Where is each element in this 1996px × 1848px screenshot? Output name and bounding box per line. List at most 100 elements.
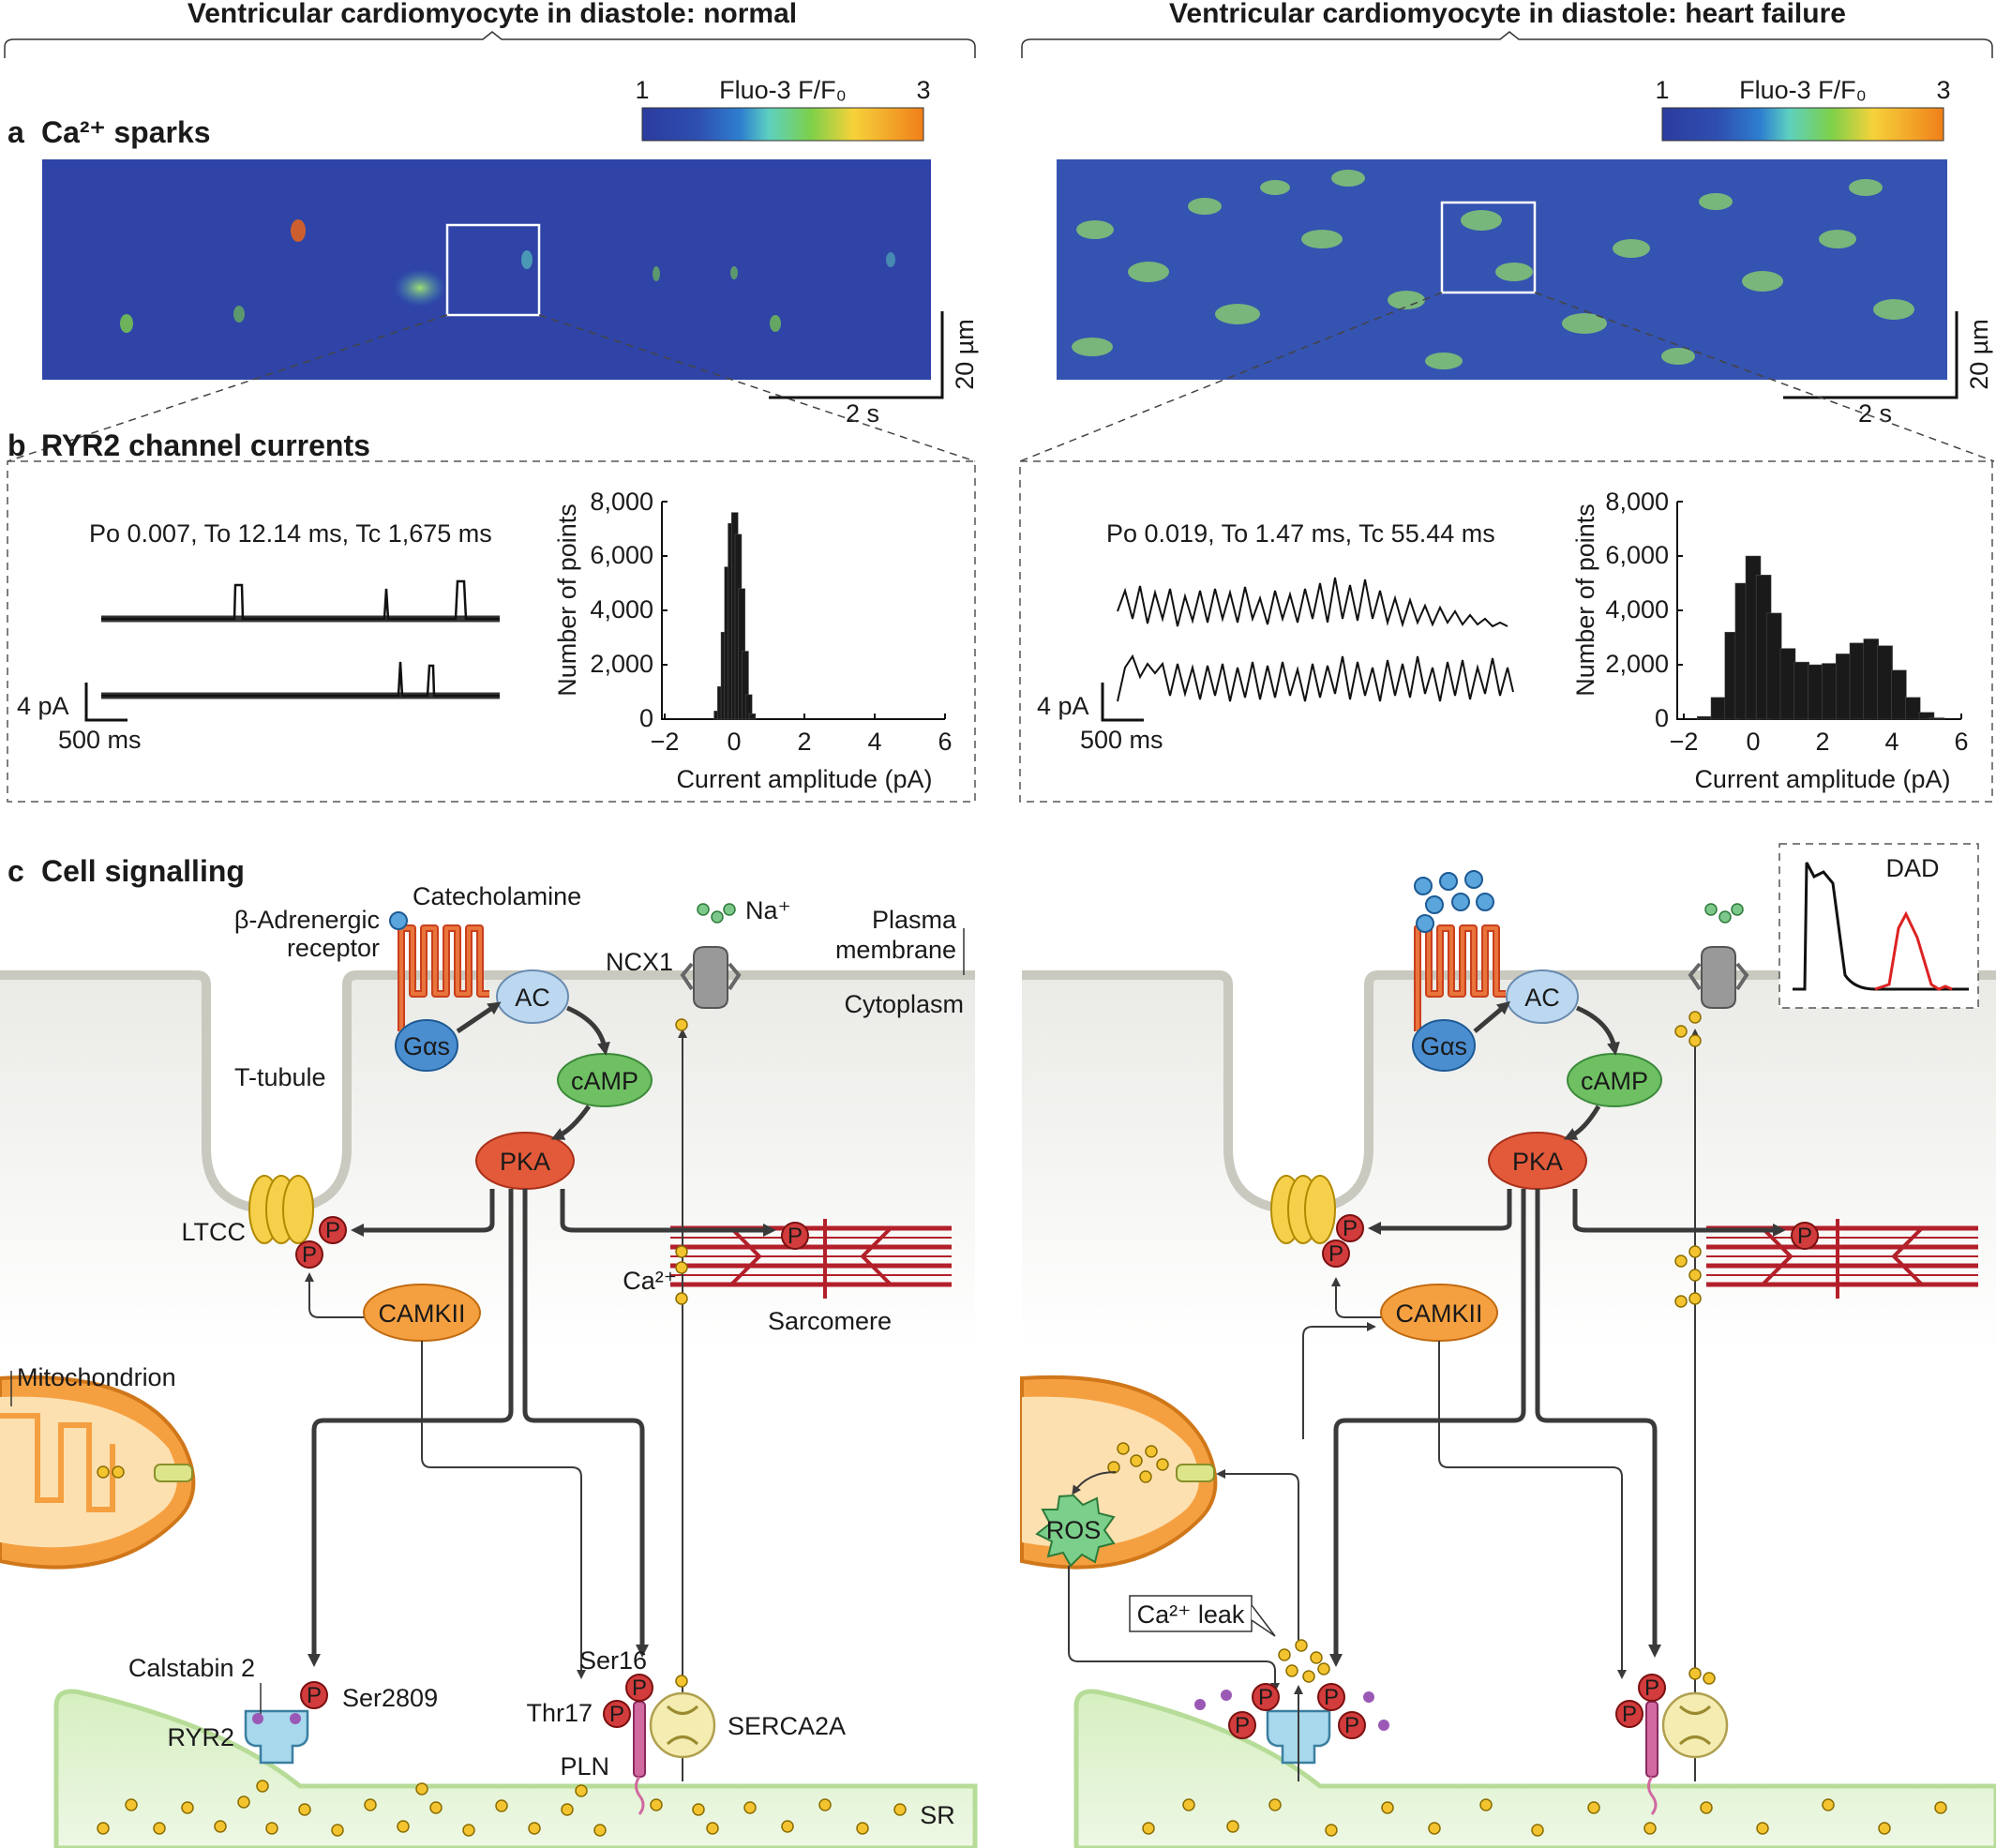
panel-b-letter: b (8, 428, 26, 462)
trace-scale-y: 4 pA (1037, 692, 1089, 720)
serca2a-label: SERCA2A (728, 1712, 846, 1740)
hist-bar (1793, 661, 1810, 720)
beta-receptor-label-2: receptor (287, 934, 380, 962)
svg-text:P: P (1644, 1675, 1659, 1701)
pln-protein-icon (633, 1701, 646, 1815)
hist-y-tick: 2,000 (1605, 650, 1669, 678)
scale-bar-distance-label: 20 µm (1965, 319, 1993, 390)
panel-c-title: Cell signalling (41, 854, 245, 888)
phospho-pln: P P (1615, 1674, 1666, 1728)
mitochondrion (0, 1375, 196, 1570)
hist-bar (1779, 648, 1796, 720)
hist-x-tick: 6 (1954, 728, 1968, 756)
hist-y-tick: 6,000 (1605, 541, 1669, 569)
hist-ticks (662, 501, 946, 719)
hist-x-tick: 2 (797, 728, 811, 756)
sarcomere-thin-lines (1706, 1237, 1978, 1276)
ser16-label: Ser16 (579, 1646, 647, 1675)
header-bracket-heart-failure (1021, 31, 1993, 58)
ser2809-label: Ser2809 (342, 1684, 438, 1712)
ryr2-label: RYR2 (167, 1723, 234, 1751)
hist-bar (1835, 654, 1852, 720)
hist-bar (1928, 717, 1945, 720)
trace-scale-bar-heart-failure (1101, 683, 1144, 722)
t-tubule-label: T-tubule (234, 1063, 326, 1091)
svg-text:P: P (1622, 1702, 1637, 1727)
hist-bar (1863, 639, 1880, 720)
histogram-normal: Number of points 8,000 6,000 4,000 2,000… (553, 488, 953, 793)
svg-text:P: P (1328, 1241, 1343, 1267)
beta-receptor-label-1: β-Adrenergic (234, 906, 380, 934)
svg-text:P: P (609, 1702, 624, 1727)
trace-scale-x: 500 ms (1080, 726, 1163, 754)
catecholamine-molecules (1414, 870, 1494, 933)
leaking-calcium-ions (1278, 1639, 1330, 1683)
camkii-label: CAMKII (1395, 1300, 1482, 1328)
histogram-heart-failure: Number of points 8,000 6,000 4,000 2,000… (1571, 488, 1969, 793)
hist-y-tick: 4,000 (590, 595, 653, 624)
svg-text:P: P (1235, 1713, 1250, 1738)
svg-text:P: P (302, 1242, 317, 1268)
hist-x-tick: −2 (651, 728, 680, 756)
channel-stats-heart-failure: Po 0.019, To 1.47 ms, Tc 55.44 ms (1106, 519, 1495, 548)
cytoplasm-label: Cytoplasm (844, 990, 964, 1018)
ros-burst-icon (1035, 1494, 1116, 1568)
thr17-label: Thr17 (526, 1699, 593, 1727)
hist-x-tick: 0 (1746, 728, 1760, 756)
dad-inset: DAD (1778, 843, 1979, 1009)
sr-calcium-ions (97, 1780, 907, 1837)
channel-stats-normal: Po 0.007, To 12.14 ms, Tc 1,675 ms (89, 519, 492, 548)
scale-bar-normal (769, 311, 944, 399)
ltcc-channel-icon (248, 1175, 314, 1244)
adenylyl-cyclase (1506, 969, 1579, 1024)
panel-a-title: Ca²⁺ sparks (41, 115, 211, 149)
hist-bar (1849, 642, 1866, 720)
trace-scale-x: 500 ms (58, 726, 142, 754)
sarcoplasmic-reticulum (1073, 1689, 1996, 1848)
hist-bars (1696, 555, 1945, 720)
svg-text:P: P (1344, 1713, 1359, 1738)
colorbar-min: 1 (1655, 76, 1669, 104)
dissociated-calstabin (1194, 1690, 1389, 1731)
hist-bar (748, 713, 757, 720)
catecholamine-label: Catecholamine (413, 882, 581, 910)
scale-bar-distance-label: 20 µm (951, 319, 979, 390)
colorbar-label: Fluo-3 F/F₀ (719, 76, 847, 104)
dad-label: DAD (1885, 854, 1939, 882)
hist-y-tick: 4,000 (1605, 595, 1669, 624)
hist-bar (1891, 669, 1907, 720)
hist-x-tick: 4 (867, 728, 881, 756)
trace-scale-y: 4 pA (17, 692, 69, 720)
g-alpha-s-label: Gαs (1420, 1032, 1467, 1060)
phospho-ryr2: P (300, 1681, 328, 1709)
hist-bar (1877, 645, 1893, 720)
phospho-ltcc: P P (1322, 1214, 1364, 1268)
hist-x-tick: 4 (1884, 728, 1898, 756)
trace-noise-normal (101, 615, 500, 699)
sodium-label: Na⁺ (745, 896, 791, 924)
svg-text:P: P (1324, 1685, 1339, 1710)
ca-leak-label: Ca²⁺ leak (1137, 1600, 1245, 1629)
cytosolic-calcium-ions (1674, 1011, 1716, 1685)
hist-y-tick: 6,000 (590, 541, 653, 569)
hist-xlabel: Current amplitude (pA) (1694, 765, 1950, 793)
hist-bar (1904, 697, 1921, 720)
pka-label: PKA (500, 1148, 550, 1176)
sr-calcium-ions (1142, 1798, 1947, 1837)
sarcomere-thin-lines (670, 1237, 952, 1276)
panel-b-box-normal (7, 460, 976, 803)
hist-x-tick: 0 (727, 728, 741, 756)
hist-y-tick: 0 (1655, 704, 1669, 732)
g-alpha-s-protein (1412, 1019, 1476, 1072)
hist-x-tick: −2 (1670, 728, 1699, 756)
colorbar-normal: 1 Fluo-3 F/F₀ 3 (635, 76, 931, 142)
scale-bar-heart-failure (1783, 311, 1958, 399)
phospho-sarcomere: P (781, 1222, 809, 1250)
scale-bar-time-label: 2 s (1858, 399, 1892, 428)
calstabin-label: Calstabin 2 (128, 1654, 255, 1682)
cell-normal: Mitochondrion Catecholamine β-Adrenergic… (0, 882, 978, 1848)
ac-label: AC (1524, 984, 1560, 1012)
g-alpha-s-label: Gαs (403, 1032, 450, 1060)
ncx1-exchanger-icon (1688, 903, 1749, 1009)
phospho-ryr2: P P P P (1228, 1683, 1366, 1739)
